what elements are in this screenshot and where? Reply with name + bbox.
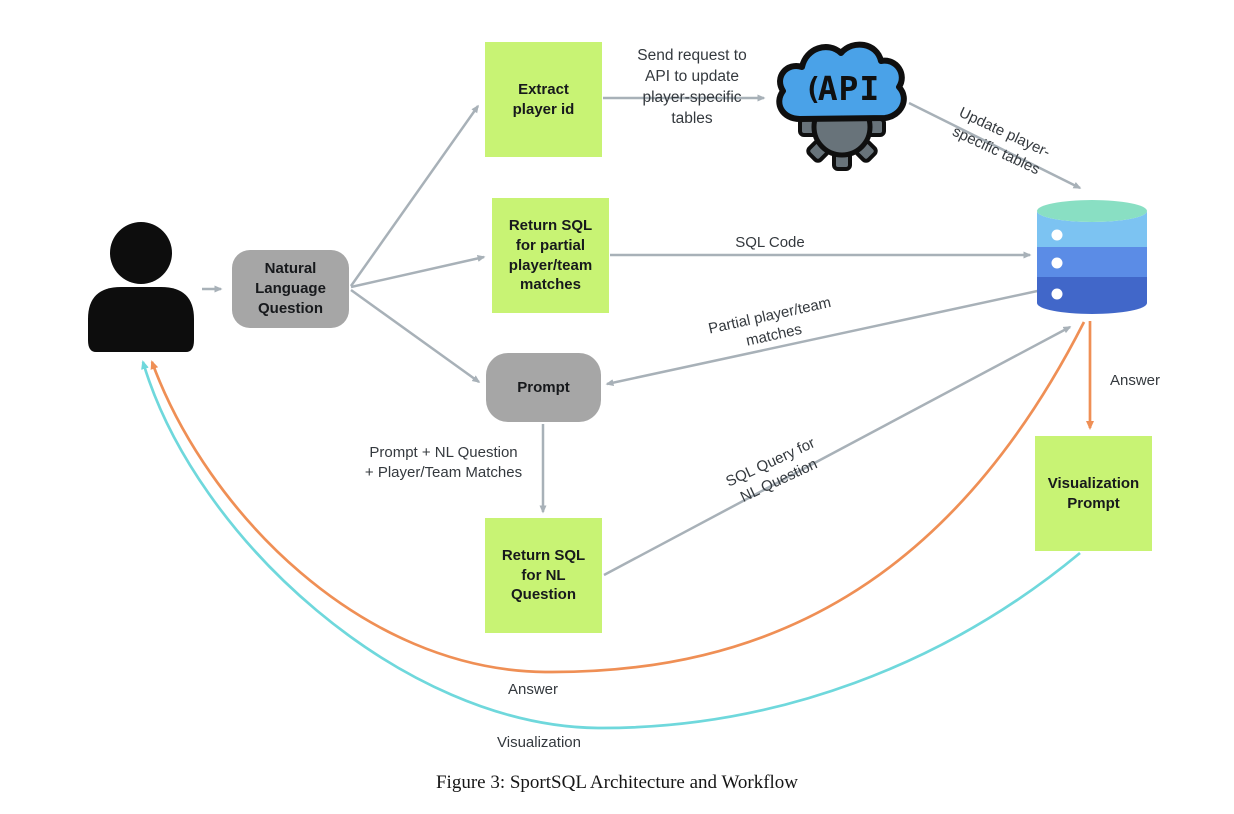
cloud-icon (776, 41, 907, 122)
node-return-sql-partial: Return SQL for partial player/team match… (492, 198, 609, 313)
node-visualization-prompt: Visualization Prompt (1035, 436, 1152, 551)
node-prompt: Prompt (486, 353, 601, 422)
api-cloud-gear-icon: ( API (776, 41, 907, 171)
label-answer-db: Answer (1109, 372, 1161, 389)
node-natural-language-question: Natural Language Question (232, 250, 349, 328)
curve-db-to-user-answer (150, 321, 1086, 674)
cloud-paren-mark: ( (804, 72, 822, 107)
arrow-api-to-db (908, 101, 1082, 190)
arrow-nlq-to-partial (350, 255, 486, 289)
label-answer-user: Answer (507, 681, 559, 698)
person-icon (88, 222, 194, 352)
arrow-db-to-prompt-partial-matches (605, 288, 1043, 387)
arrow-return-sql-nl-to-db (603, 325, 1072, 577)
label-send-request: Send request to API to update player-spe… (637, 47, 747, 127)
arrow-nlq-to-prompt (350, 288, 481, 384)
curve-viz-to-user-visualization (141, 360, 1081, 730)
arrow-nlq-to-extract (349, 104, 480, 287)
label-prompt-plus: Prompt + NL Question + Player/Team Match… (364, 444, 523, 482)
figure-caption: Figure 3: SportSQL Architecture and Work… (435, 772, 799, 793)
api-label: API (818, 69, 881, 108)
database-cylinder-icon (1037, 200, 1147, 314)
node-extract-player-id: Extract player id (485, 42, 602, 157)
node-return-sql-nl: Return SQL for NL Question (485, 518, 602, 633)
label-visualization-user: Visualization (497, 734, 581, 751)
label-sql-code: SQL Code (735, 234, 805, 251)
